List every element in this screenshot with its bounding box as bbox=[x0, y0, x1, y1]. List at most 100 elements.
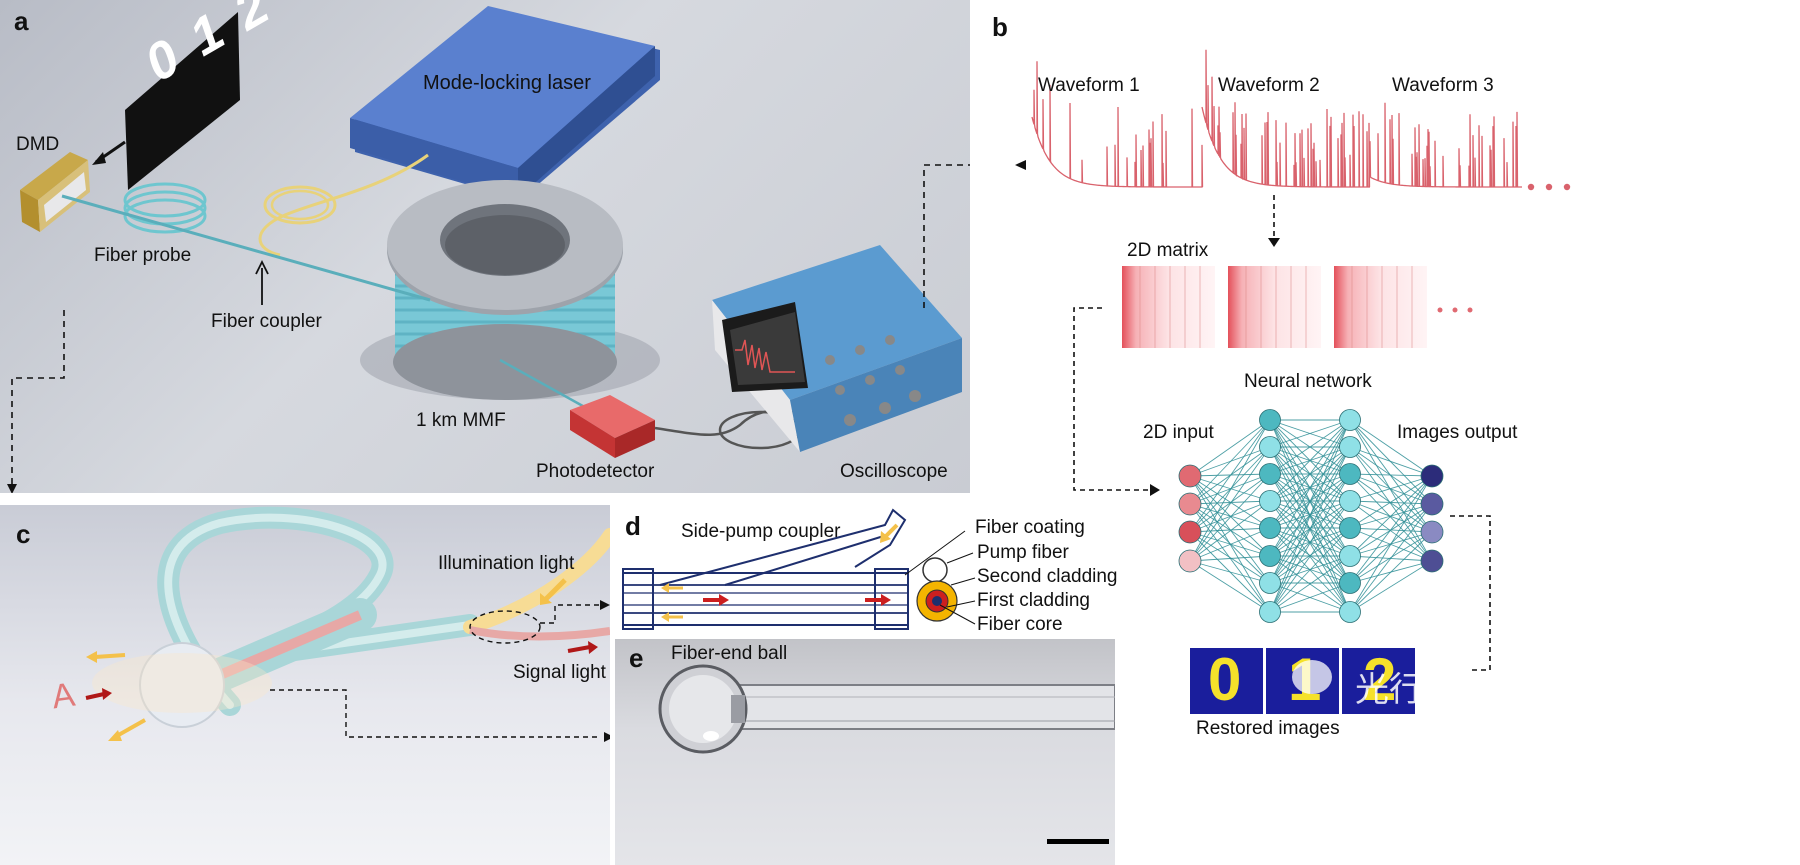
nn-link bbox=[1189, 560, 1271, 613]
dmd-label: DMD bbox=[16, 134, 60, 155]
nn-link bbox=[1189, 527, 1271, 562]
nn-nodes bbox=[1178, 409, 1444, 623]
layer-coating: Fiber coating bbox=[975, 517, 1085, 538]
panel-a: 0 1 2 a DMD Mode-locking laser Fiber pro… bbox=[0, 0, 970, 493]
input-label: 2D input bbox=[1143, 422, 1214, 443]
nn-node bbox=[1339, 409, 1361, 431]
laser-box bbox=[350, 6, 660, 200]
layer-core: Fiber core bbox=[977, 614, 1063, 635]
waveform-ellipsis bbox=[1527, 183, 1571, 191]
watermark: 光行天下 bbox=[1355, 670, 1491, 710]
nn-node bbox=[1178, 549, 1202, 573]
signal-label: Signal light bbox=[513, 662, 606, 683]
nn-node bbox=[1420, 464, 1444, 488]
nn-node bbox=[1259, 463, 1281, 485]
nn-link bbox=[1189, 531, 1271, 557]
nn-link bbox=[1349, 419, 1433, 562]
nn-node bbox=[1339, 490, 1361, 512]
nn-link bbox=[1189, 419, 1271, 505]
nn-link bbox=[1189, 475, 1271, 502]
mmf-label: 1 km MMF bbox=[416, 410, 506, 431]
nn-node bbox=[1420, 549, 1444, 573]
nn-link bbox=[1349, 473, 1433, 477]
coupler-label: Side-pump coupler bbox=[681, 521, 841, 542]
nn-links bbox=[1189, 419, 1433, 613]
restored-image-1 bbox=[1190, 648, 1263, 714]
nn-link bbox=[1189, 500, 1271, 533]
waveform-traces bbox=[1031, 49, 1523, 188]
nn-node bbox=[1339, 545, 1361, 567]
nn-node bbox=[1259, 545, 1281, 567]
nn-link bbox=[1269, 419, 1351, 613]
nn-node bbox=[1259, 409, 1281, 431]
digit-1: 1 bbox=[179, 2, 235, 68]
panel-d: d Side-pump coupler Fiber coating Pump f… bbox=[615, 505, 1120, 639]
panel-a-label: a bbox=[14, 6, 29, 36]
nn-link bbox=[1189, 473, 1271, 533]
fiber-end-ball-label: Fiber-end ball bbox=[671, 643, 788, 664]
waveform-3-label: Waveform 3 bbox=[1392, 75, 1494, 96]
nn-link bbox=[1349, 475, 1433, 502]
nn-link bbox=[1349, 473, 1433, 533]
nn-link bbox=[1269, 582, 1351, 613]
panel-a-scene bbox=[7, 6, 970, 493]
nn-link bbox=[1349, 473, 1433, 562]
nn-link bbox=[1349, 446, 1433, 477]
panel-e-scene bbox=[658, 664, 1115, 844]
fiber-coupler-label: Fiber coupler bbox=[211, 311, 322, 332]
nn-link bbox=[1349, 500, 1433, 562]
matrix-label: 2D matrix bbox=[1127, 240, 1209, 261]
nn-link bbox=[1349, 475, 1433, 613]
nn-link bbox=[1269, 446, 1351, 613]
nn-link bbox=[1349, 446, 1433, 533]
matrix-3 bbox=[1334, 266, 1427, 348]
panel-e: e Fiber-end ball bbox=[615, 639, 1115, 865]
nn-node bbox=[1259, 572, 1281, 594]
matrix-1 bbox=[1122, 266, 1215, 348]
illumination-label: Illumination light bbox=[438, 553, 575, 574]
panel-c: c A Illumination light Signal light bbox=[0, 505, 610, 865]
waveform-trace bbox=[1201, 49, 1371, 188]
matrix-ellipsis bbox=[1437, 307, 1473, 313]
nn-node bbox=[1339, 436, 1361, 458]
nn-link bbox=[1349, 475, 1433, 584]
nn-link bbox=[1349, 446, 1433, 562]
nn-link bbox=[1269, 500, 1351, 613]
waveform-2-label: Waveform 2 bbox=[1218, 75, 1320, 96]
restored-digit-2: 2 bbox=[1363, 646, 1397, 713]
nn-node bbox=[1259, 436, 1281, 458]
nn-link bbox=[1269, 473, 1351, 613]
nn-node bbox=[1259, 517, 1281, 539]
nn-link bbox=[1269, 419, 1351, 448]
nn-node bbox=[1339, 601, 1361, 623]
digit-card bbox=[125, 12, 240, 190]
panel-c-label: c bbox=[16, 519, 31, 549]
restored-image-3 bbox=[1342, 648, 1415, 714]
laser-label: Mode-locking laser bbox=[423, 72, 591, 94]
waveform-1-label: Waveform 1 bbox=[1038, 75, 1140, 96]
nn-link bbox=[1189, 503, 1271, 584]
restored-digit-0: 0 bbox=[1208, 646, 1242, 713]
nn-link bbox=[1189, 446, 1271, 533]
nn-link bbox=[1349, 475, 1433, 529]
nn-link bbox=[1189, 503, 1271, 529]
nn-link bbox=[1189, 473, 1271, 562]
panel-d-scene bbox=[622, 508, 976, 630]
nn-link bbox=[1189, 475, 1271, 529]
nn-link bbox=[1189, 531, 1271, 584]
layer-first-cladding: First cladding bbox=[977, 590, 1090, 611]
nn-link bbox=[1269, 419, 1351, 557]
nn-node bbox=[1178, 492, 1202, 516]
matrix-2 bbox=[1228, 266, 1321, 348]
nn-link bbox=[1269, 500, 1351, 584]
nn-node bbox=[1178, 464, 1202, 488]
nn-node bbox=[1259, 601, 1281, 623]
panel-b-scene bbox=[1015, 49, 1571, 714]
oscilloscope-label: Oscilloscope bbox=[840, 461, 948, 482]
restored-label: Restored images bbox=[1196, 718, 1340, 739]
panel-e-label: e bbox=[629, 643, 644, 673]
nn-link bbox=[1189, 419, 1271, 533]
wechat-icon bbox=[1292, 660, 1332, 694]
nn-node bbox=[1339, 572, 1361, 594]
fiber-spool bbox=[387, 180, 623, 400]
